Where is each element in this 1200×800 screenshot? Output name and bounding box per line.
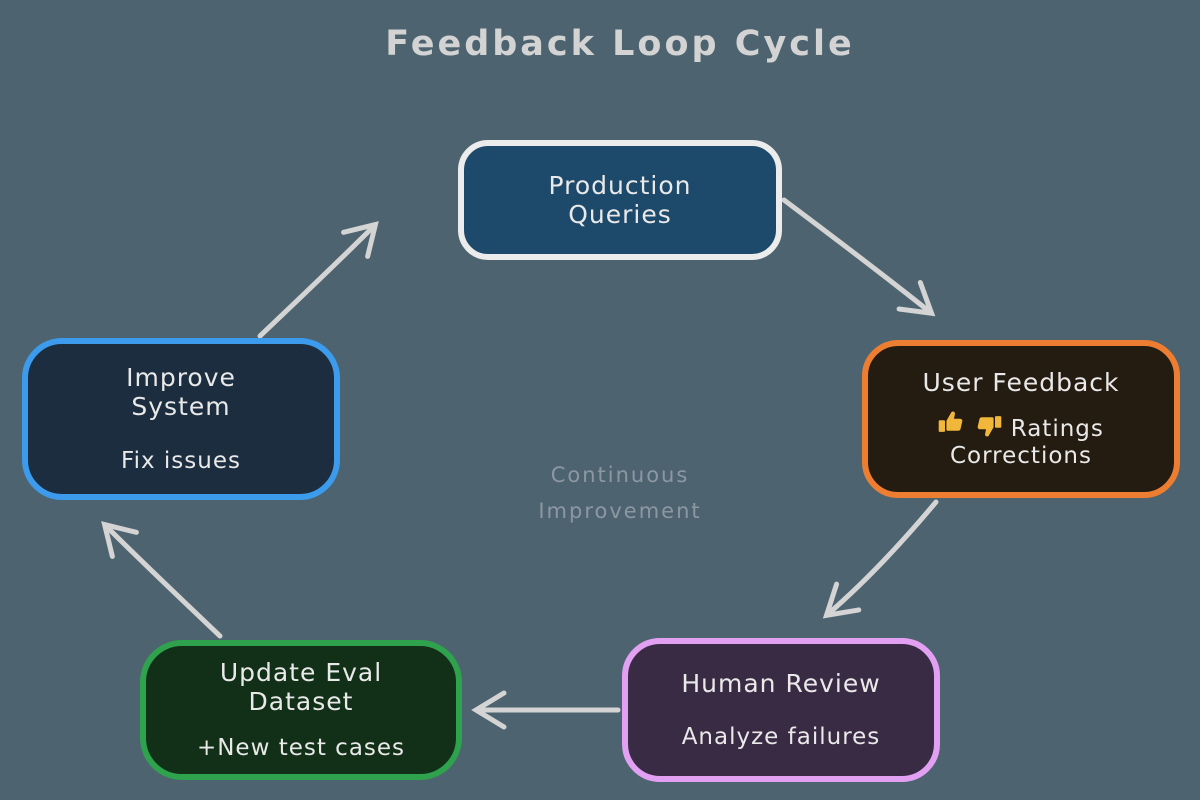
center-label-line: Continuous <box>550 463 690 487</box>
arrow-feedback-to-review <box>822 499 939 619</box>
node-title-line: Human Review <box>681 668 881 698</box>
node-detail: Analyze failures <box>682 724 881 751</box>
ratings-line: Ratings <box>938 408 1104 443</box>
node-update-eval-dataset: Update Eval Dataset +New test cases <box>140 640 462 780</box>
node-detail: Ratings Corrections <box>938 408 1104 470</box>
node-title: Improve System <box>126 363 236 422</box>
node-detail-line: Analyze failures <box>681 724 881 751</box>
diagram-title: Feedback Loop Cycle <box>385 24 855 64</box>
node-improve-system: Improve System Fix issues <box>22 338 340 500</box>
node-title: Update Eval Dataset <box>220 658 382 717</box>
node-title: Production Queries <box>548 171 691 230</box>
node-title-line: Update Eval <box>219 657 383 687</box>
node-user-feedback: User Feedback Ratings Cor <box>862 340 1180 498</box>
thumbs-up-icon <box>938 408 966 436</box>
node-title-line: Improve <box>126 362 236 392</box>
arrow-dataset-to-improve <box>101 521 223 639</box>
node-title-line: Dataset <box>248 687 354 717</box>
node-detail: Fix issues <box>121 448 241 475</box>
thumbs-down-icon <box>974 412 1002 440</box>
ratings-label: Ratings <box>1010 415 1104 442</box>
arrow-production-to-feedback <box>781 197 936 317</box>
node-title-line: User Feedback <box>922 368 1120 398</box>
node-detail-line: Corrections <box>950 442 1092 469</box>
node-production-queries: Production Queries <box>458 140 782 260</box>
node-title: Human Review <box>681 669 880 699</box>
node-detail-line: +New test cases <box>196 734 406 761</box>
center-label-line: Improvement <box>538 498 702 523</box>
node-title: User Feedback <box>923 368 1120 398</box>
node-detail-line: Fix issues <box>121 447 241 474</box>
node-title-line: Queries <box>568 200 672 229</box>
node-title-line: Production <box>548 170 692 200</box>
center-label: Continuous Improvement <box>470 458 770 529</box>
node-human-review: Human Review Analyze failures <box>622 638 940 782</box>
node-detail: +New test cases <box>197 735 405 762</box>
arrow-improve-to-production <box>257 221 379 339</box>
node-title-line: System <box>131 392 231 422</box>
